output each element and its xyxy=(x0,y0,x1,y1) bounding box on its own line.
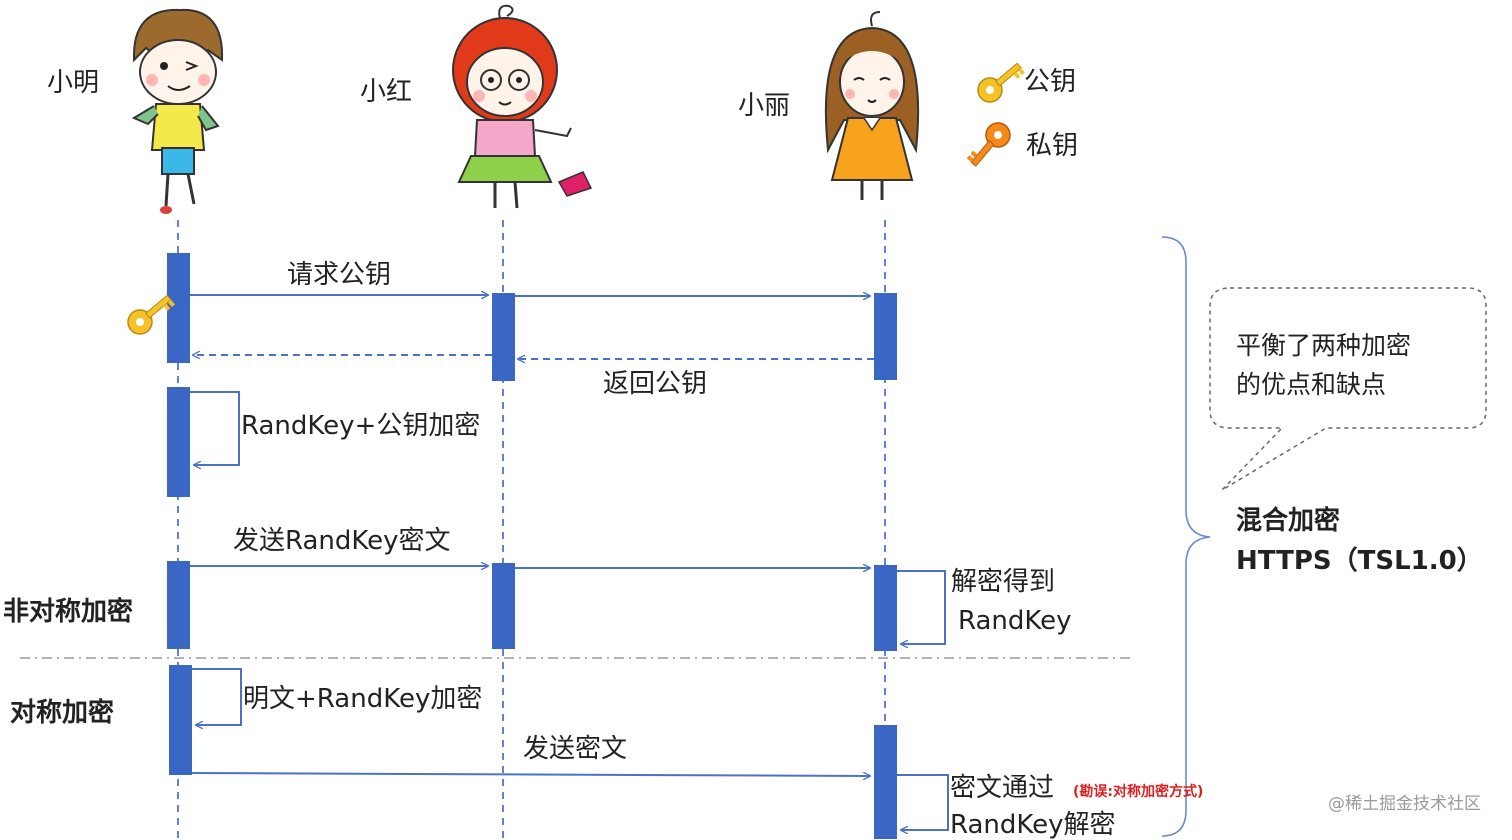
self-arrow-randkey-encrypt xyxy=(190,391,240,465)
private-key-icon xyxy=(966,122,1011,167)
summary-subtitle: HTTPS（TSL1.0） xyxy=(1236,546,1483,576)
xiaoli-character-icon xyxy=(824,11,920,200)
activation-bar xyxy=(492,293,515,381)
private-key-label: 私钥 xyxy=(1026,131,1079,161)
activation-bar xyxy=(167,561,190,649)
activation-bar xyxy=(169,665,192,775)
section-label-symmetric: 对称加密 xyxy=(10,698,115,728)
summary-brace xyxy=(1161,236,1211,837)
bubble-text-line1: 平衡了两种加密 xyxy=(1236,331,1412,360)
activation-bar xyxy=(492,563,515,649)
participant-name-xiaoli: 小丽 xyxy=(738,91,791,121)
activation-bar xyxy=(874,725,897,839)
section-label-asymmetric: 非对称加密 xyxy=(3,597,134,627)
message-decrypt-line1: 解密得到 xyxy=(951,567,1056,597)
message-send-cipher: 发送密文 xyxy=(523,734,628,764)
public-key-icon xyxy=(977,62,1025,103)
self-arrow-cipher-decrypt xyxy=(897,774,949,830)
xiaohong-character-icon xyxy=(452,4,593,209)
activation-bar xyxy=(874,565,897,651)
message-send-randkey-cipher: 发送RandKey密文 xyxy=(233,526,451,556)
message-decrypt-line2: RandKey xyxy=(958,606,1072,636)
watermark: @稀土掘金技术社区 xyxy=(1328,794,1481,814)
public-key-label: 公钥 xyxy=(1024,67,1077,97)
participant-name-xiaoming: 小明 xyxy=(47,68,100,98)
xiaoming-character-icon xyxy=(131,8,224,214)
activation-bar xyxy=(874,293,897,380)
activation-bar xyxy=(167,387,190,497)
speech-bubble xyxy=(1209,287,1487,491)
message-cipher-line1: 密文通过 xyxy=(950,773,1055,803)
message-plaintext-encrypt: 明文+RandKey加密 xyxy=(243,684,483,714)
arrow-send-cipher xyxy=(191,773,870,776)
message-request-public-key: 请求公钥 xyxy=(287,260,392,290)
activation-bar xyxy=(167,253,190,363)
self-arrow-decrypt xyxy=(897,570,946,644)
message-randkey-encrypt: RandKey+公钥加密 xyxy=(241,411,481,441)
message-cipher-line2: RandKey解密 xyxy=(950,810,1116,840)
erratum-note: (勘误:对称加密方式) xyxy=(1073,784,1204,800)
participant-name-xiaohong: 小红 xyxy=(360,77,413,107)
received-public-key-icon xyxy=(127,294,175,335)
bubble-text-line2: 的优点和缺点 xyxy=(1236,370,1387,399)
self-arrow-plaintext-encrypt xyxy=(192,668,242,725)
message-return-public-key: 返回公钥 xyxy=(603,369,708,399)
summary-title: 混合加密 xyxy=(1236,506,1341,536)
